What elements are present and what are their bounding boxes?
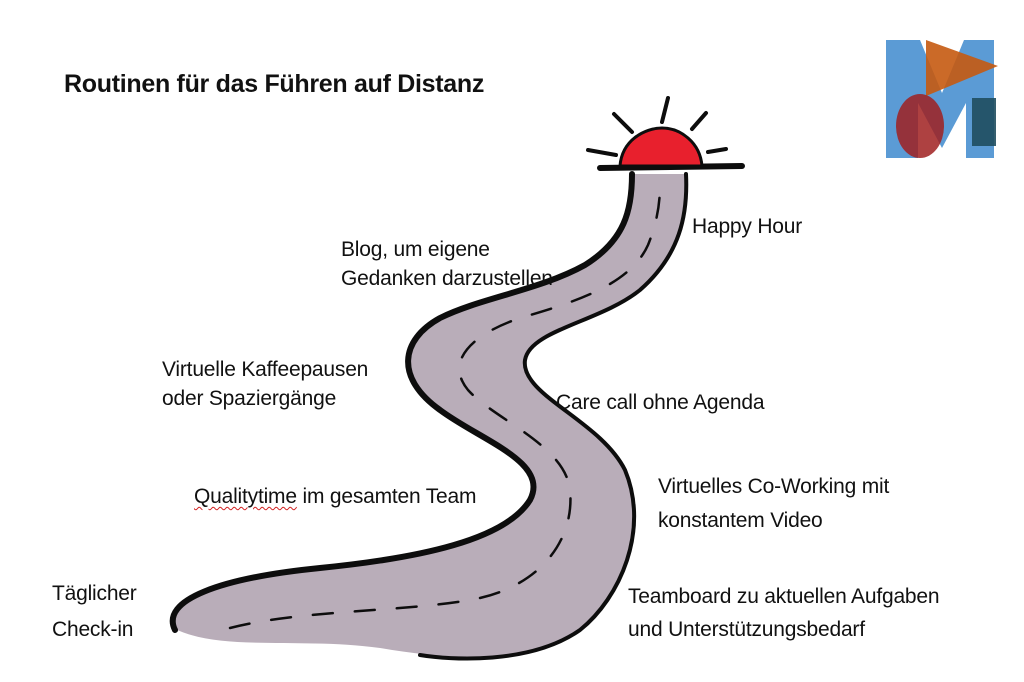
step-daily-checkin: Täglicher Check-in — [52, 582, 137, 641]
step-virtual-coffee: Virtuelle Kaffeepausen oder Spaziergänge — [162, 358, 369, 410]
spellcheck-underline: Qualitytime — [194, 485, 297, 508]
step-teamboard: Teamboard zu aktuellen Aufgaben und Unte… — [628, 585, 940, 641]
road — [171, 174, 687, 657]
road-center-dashes — [228, 178, 662, 630]
road-left-edge — [169, 171, 635, 633]
logo-mark — [886, 40, 998, 158]
road-right-edge — [418, 172, 689, 661]
siren-light-icon — [586, 96, 728, 168]
step-care-call: Care call ohne Agenda — [556, 391, 765, 414]
step-qualitytime: Qualitytime im gesamten Team — [194, 485, 477, 508]
page-title: Routinen für das Führen auf Distanz — [64, 70, 485, 98]
step-blog: Blog, um eigene Gedanken darzustellen — [341, 238, 553, 290]
step-virtual-coworking: Virtuelles Co-Working mit konstantem Vid… — [658, 475, 890, 532]
step-happy-hour: Happy Hour — [692, 215, 803, 238]
